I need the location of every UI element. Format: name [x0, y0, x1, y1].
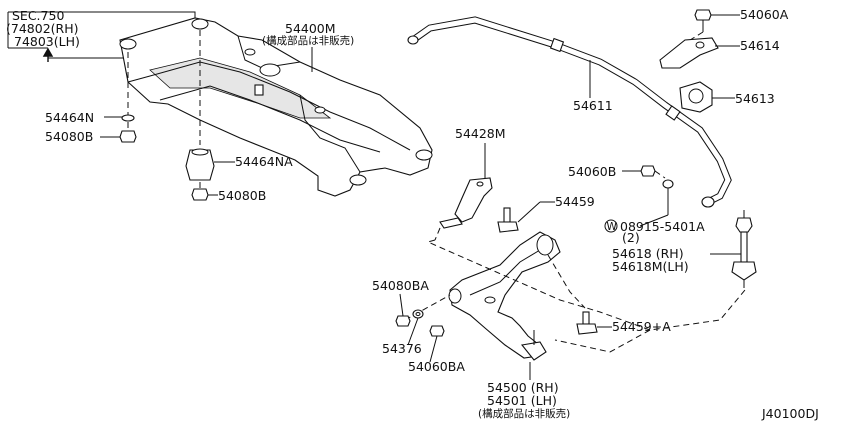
label-54464na[interactable]: 54464NA [235, 154, 293, 169]
label-54618m-lh[interactable]: 54618M(LH) [612, 259, 689, 274]
stabilizer-bar-54611[interactable] [407, 16, 732, 208]
section-ref-sec[interactable]: SEC.750 [12, 8, 64, 23]
label-54060a[interactable]: 54060A [740, 7, 789, 22]
label-54060b[interactable]: 54060B [568, 164, 616, 179]
label-54501-lh[interactable]: 54501 (LH) [487, 393, 557, 408]
transverse-link-54500[interactable] [448, 231, 561, 361]
section-reference: SEC.750 (74802(RH) 74803(LH) [6, 8, 196, 62]
part-54080ba[interactable] [395, 315, 411, 327]
label-54428m[interactable]: 54428M [455, 126, 506, 141]
label-54611[interactable]: 54611 [573, 98, 613, 113]
part-54080b-lower[interactable] [191, 188, 209, 201]
bushing-54613[interactable] [679, 81, 713, 113]
part-54464n[interactable] [121, 114, 135, 122]
label-08915-qty: (2) [622, 230, 640, 245]
washer-08915[interactable] [662, 179, 674, 189]
washer-symbol: W [607, 221, 618, 233]
clamp-54614[interactable] [659, 37, 719, 69]
label-54618-rh[interactable]: 54618 (RH) [612, 246, 684, 261]
part-54464na[interactable] [185, 148, 215, 181]
part-54060b[interactable] [640, 165, 656, 177]
label-54080b-left[interactable]: 54080B [45, 129, 93, 144]
arrow-up-icon [42, 47, 54, 62]
label-54080b-lower[interactable]: 54080B [218, 188, 266, 203]
part-54080b-left[interactable] [119, 130, 137, 143]
label-54500-note: (構成部品は非販売) [478, 407, 570, 420]
label-54400m-note: (構成部品は非販売) [262, 34, 354, 47]
washer-symbol-icon [604, 219, 618, 233]
label-54464n[interactable]: 54464N [45, 110, 94, 125]
label-54613[interactable]: 54613 [735, 91, 775, 106]
bolt-54459[interactable] [497, 207, 519, 233]
label-08915[interactable]: 08915-5401A [620, 219, 705, 234]
part-54060ba[interactable] [429, 325, 445, 337]
washer-54376[interactable] [412, 309, 424, 319]
label-54376[interactable]: 54376 [382, 341, 422, 356]
part-54060a[interactable] [694, 9, 712, 32]
label-54060ba[interactable]: 54060BA [408, 359, 465, 374]
label-54500-rh[interactable]: 54500 (RH) [487, 380, 559, 395]
bolt-54459a[interactable] [576, 311, 598, 335]
section-ref-rh[interactable]: (74802(RH) [6, 21, 78, 36]
label-54080ba[interactable]: 54080BA [372, 278, 429, 293]
label-54459[interactable]: 54459 [555, 194, 595, 209]
label-54400m[interactable]: 54400M [285, 21, 336, 36]
connecting-rod-54618[interactable] [731, 210, 757, 288]
suspension-member-54400m[interactable] [119, 17, 433, 197]
section-ref-lh[interactable]: 74803(LH) [14, 34, 80, 49]
label-54614[interactable]: 54614 [740, 38, 780, 53]
label-54459a[interactable]: 54459+A [612, 319, 671, 334]
bracket-54428m[interactable] [439, 177, 493, 229]
diagram-id: J40100DJ [761, 406, 819, 421]
